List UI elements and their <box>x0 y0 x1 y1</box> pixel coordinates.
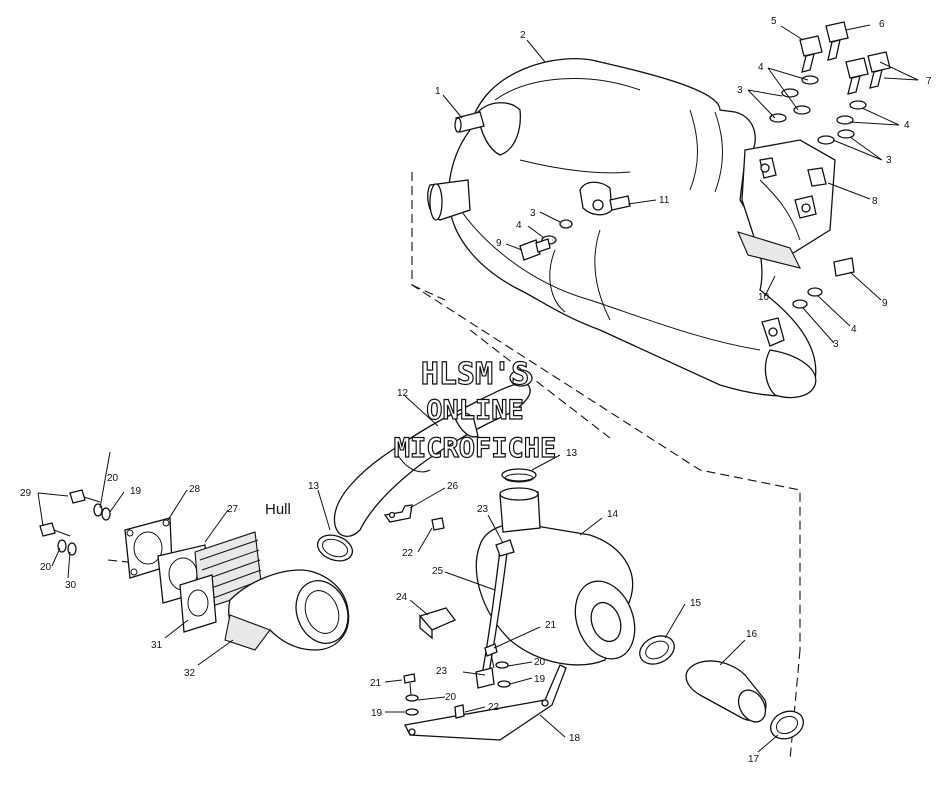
exhaust-elbow-and-gaskets <box>39 489 350 651</box>
callout-3: 3 <box>530 208 536 219</box>
callout-28: 28 <box>189 484 201 495</box>
callout-32: 32 <box>184 668 196 679</box>
callout-19: 19 <box>534 674 546 685</box>
callout-21: 21 <box>545 620 557 631</box>
callout-6: 6 <box>879 19 885 30</box>
callout-25: 25 <box>432 566 444 577</box>
callout-27: 27 <box>227 504 239 515</box>
callout-19: 19 <box>130 486 142 497</box>
callout-23: 23 <box>477 504 489 515</box>
callout-20: 20 <box>40 562 52 573</box>
callout-9: 9 <box>496 238 502 249</box>
callout-4: 4 <box>904 120 910 131</box>
callout-14: 14 <box>607 509 619 520</box>
callout-1: 1 <box>435 86 441 97</box>
callout-18: 18 <box>569 733 581 744</box>
callout-9: 9 <box>882 298 888 309</box>
callout-4: 4 <box>516 220 522 231</box>
callout-4: 4 <box>851 324 857 335</box>
hull-label: Hull <box>265 501 291 518</box>
callout-22: 22 <box>488 702 500 713</box>
watermark-line-1: HLSM'S <box>421 357 529 392</box>
callout-24: 24 <box>396 592 408 603</box>
watermark: HLSM'S ONLINE MICROFICHE <box>393 356 557 464</box>
muffler <box>475 487 636 689</box>
callout-8: 8 <box>872 196 878 207</box>
callout-5: 5 <box>771 16 777 27</box>
callout-12: 12 <box>397 388 409 399</box>
callout-21: 21 <box>370 678 382 689</box>
exhaust-hose <box>316 369 537 562</box>
callout-20: 20 <box>534 657 546 668</box>
callout-4: 4 <box>758 62 764 73</box>
callout-2: 2 <box>520 30 526 41</box>
leader-lines <box>37 24 919 753</box>
callout-13: 13 <box>308 481 320 492</box>
callout-3: 3 <box>737 85 743 96</box>
callout-10: 10 <box>758 292 770 303</box>
callout-26: 26 <box>447 481 459 492</box>
callout-22: 22 <box>402 548 414 559</box>
tailpipe-parts <box>639 635 805 740</box>
callout-19: 19 <box>371 708 383 719</box>
callout-29: 29 <box>20 488 32 499</box>
callout-20: 20 <box>445 692 457 703</box>
callout-17: 17 <box>748 754 760 765</box>
callout-3: 3 <box>833 339 839 350</box>
callout-11: 11 <box>659 195 670 206</box>
callout-16: 16 <box>746 629 758 640</box>
callout-15: 15 <box>690 598 702 609</box>
exhaust-pipe-assembly <box>427 58 836 399</box>
callout-3: 3 <box>886 155 892 166</box>
watermark-line-3: MICROFICHE <box>394 433 557 464</box>
callout-7: 7 <box>926 76 932 87</box>
callout-30: 30 <box>65 580 77 591</box>
callout-23: 23 <box>436 666 448 677</box>
callout-31: 31 <box>151 640 163 651</box>
callout-13: 13 <box>566 448 578 459</box>
upper-fasteners <box>519 21 891 309</box>
callout-numbers: 1 2 3 3 3 3 3 4 4 4 4 5 6 7 8 9 9 10 11 … <box>20 16 932 765</box>
callout-20: 20 <box>107 473 119 484</box>
watermark-line-2: ONLINE <box>426 395 524 426</box>
muffler-bracket <box>383 504 567 741</box>
